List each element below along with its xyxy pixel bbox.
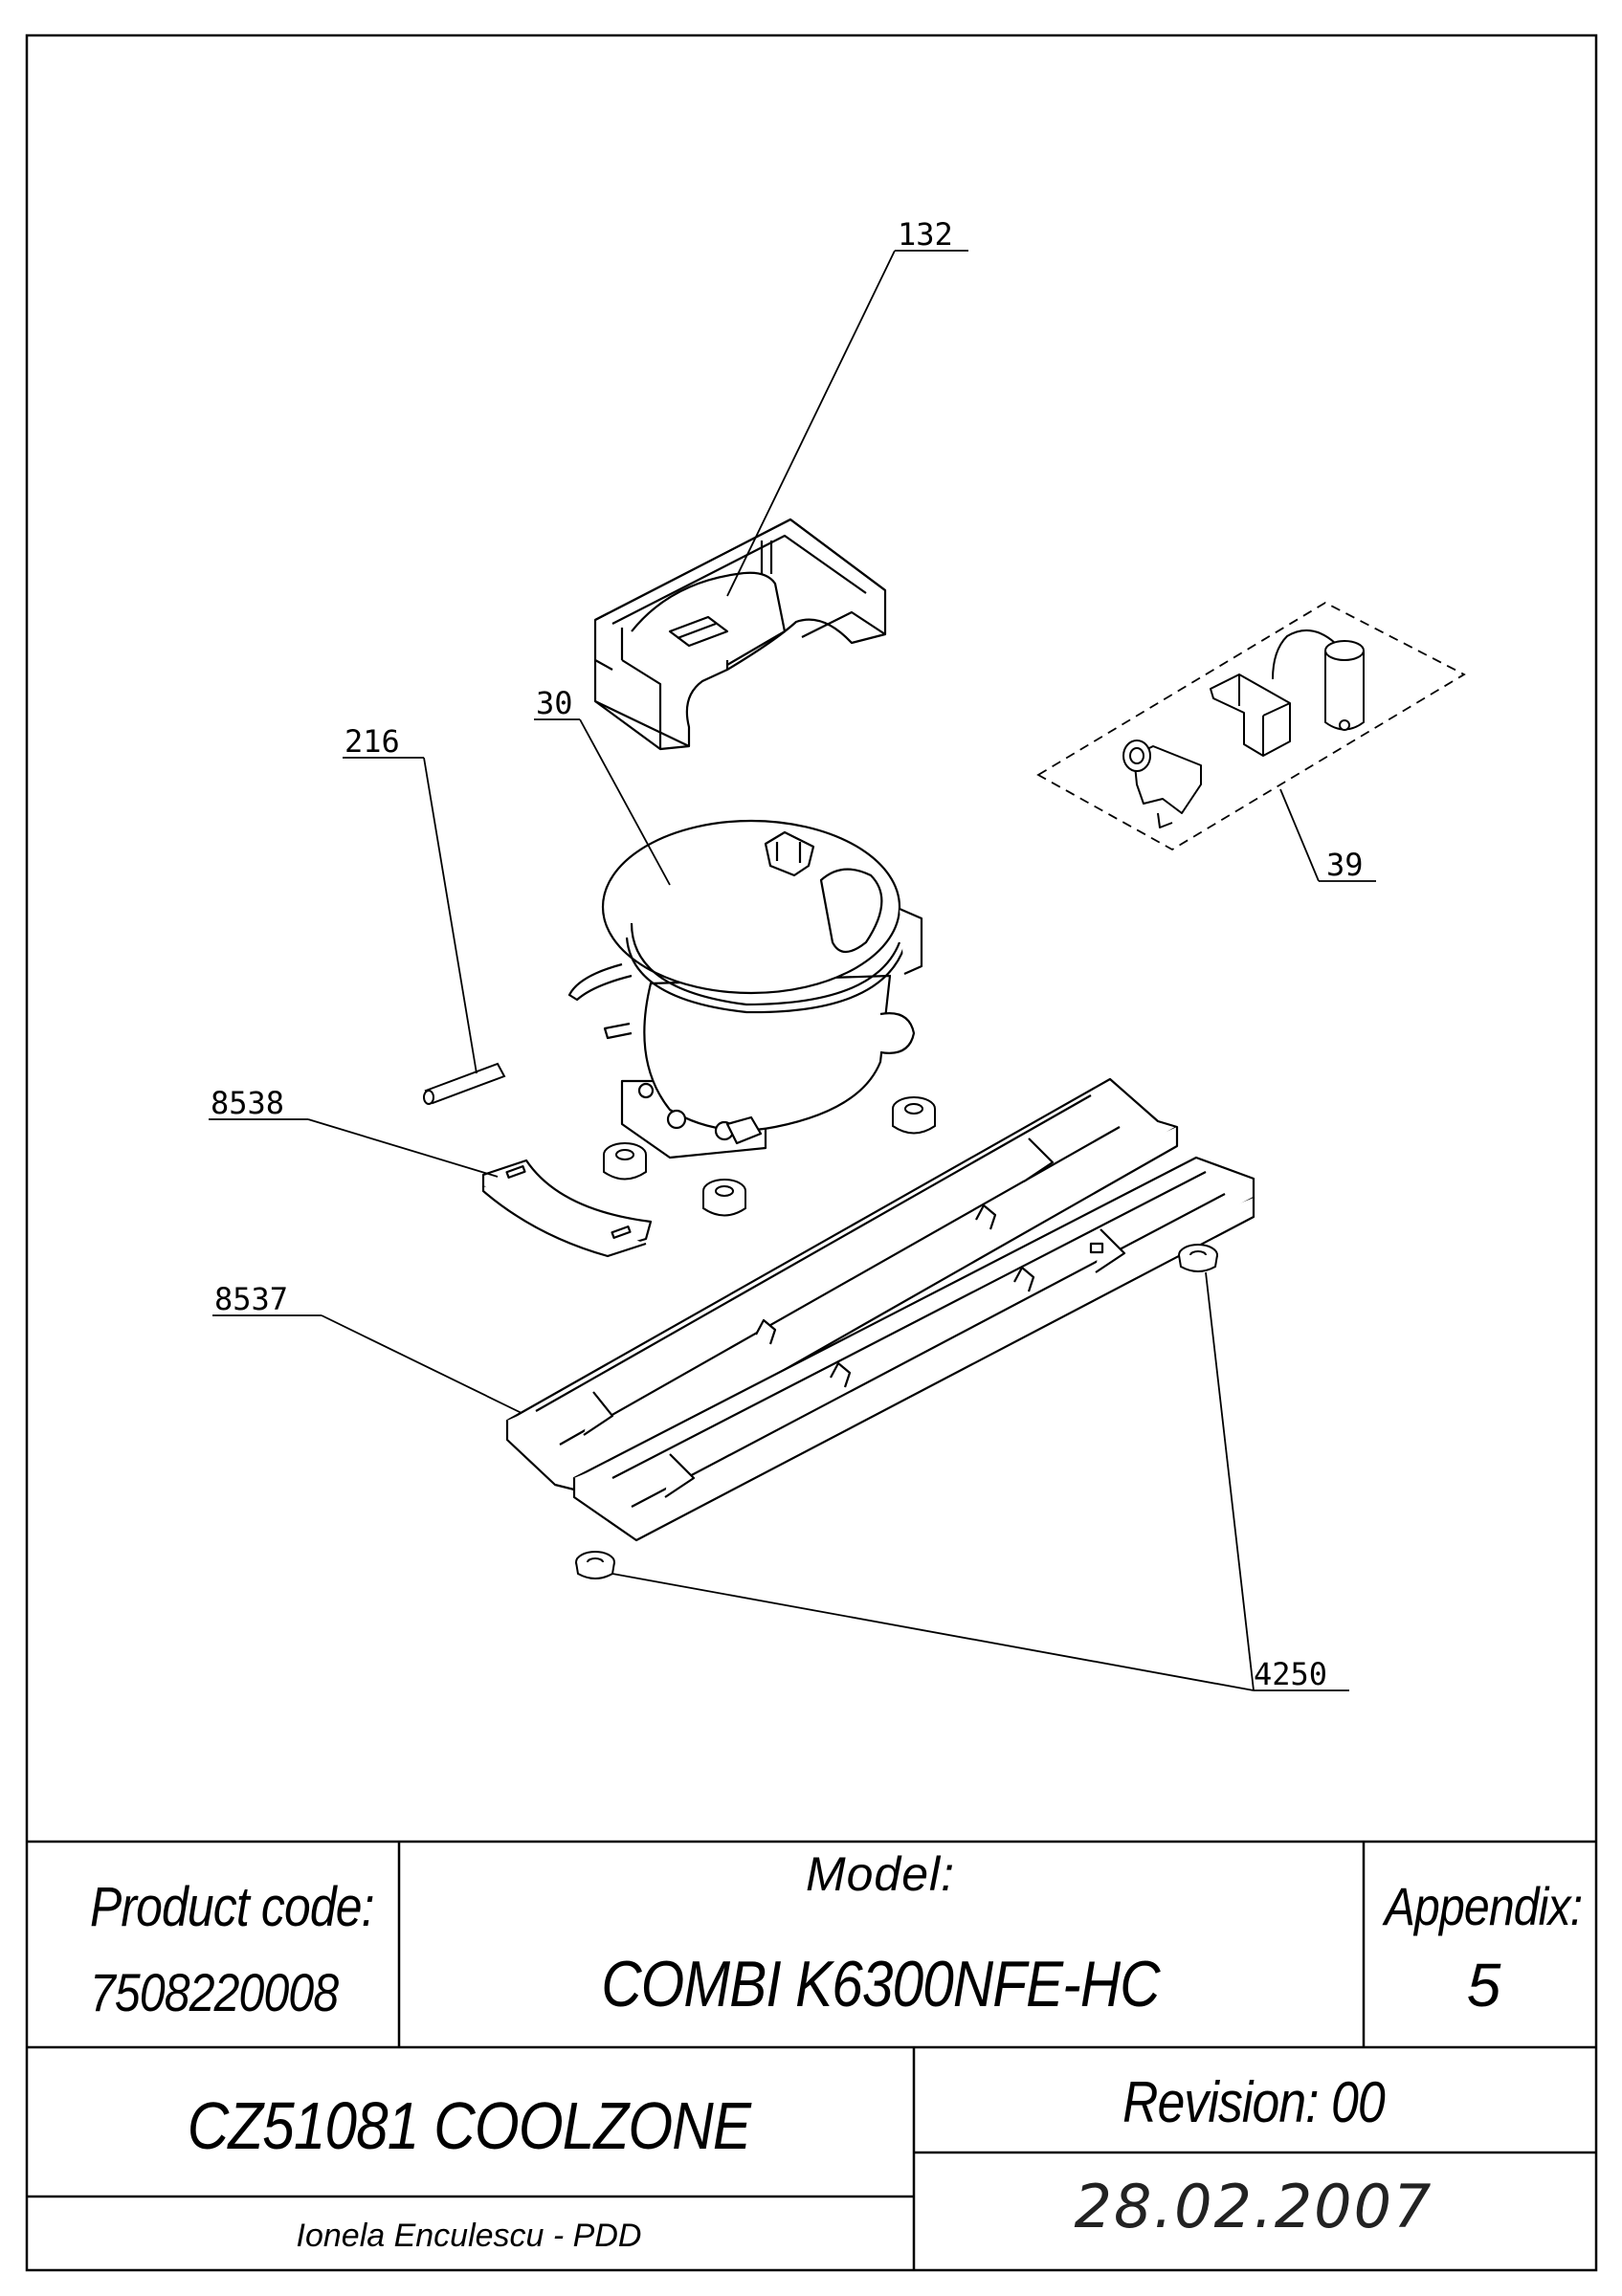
- callout-132: 132: [898, 216, 953, 253]
- product-code-value: 7508220008: [90, 1962, 339, 2022]
- part-39-components: [1122, 629, 1365, 828]
- leader-4250-b: [1205, 1271, 1255, 1691]
- part-4250-grommets: [575, 1244, 1218, 1579]
- part-8538-bracket: [481, 1159, 653, 1258]
- callout-4250: 4250: [1254, 1656, 1327, 1692]
- callout-30: 30: [536, 685, 573, 721]
- drawing-frame: [25, 33, 1598, 2272]
- appendix-label: Appendix:: [1384, 1876, 1583, 1936]
- leader-4250-a: [611, 1573, 1255, 1691]
- callout-216: 216: [344, 723, 400, 760]
- leader-8538: [307, 1118, 499, 1178]
- model-label: Model:: [805, 1847, 956, 1901]
- leader-39: [1279, 788, 1320, 882]
- callout-8537: 8537: [214, 1281, 288, 1317]
- model-value: COMBI K6300NFE-HC: [601, 1948, 1160, 2020]
- compressor-grommets: [603, 1096, 936, 1217]
- leader-216: [423, 757, 478, 1074]
- leader-8537: [321, 1314, 522, 1414]
- author: Ionela Enculescu - PDD: [296, 2218, 642, 2254]
- callout-8538: 8538: [211, 1085, 284, 1121]
- leader-30: [579, 718, 671, 886]
- part-30-compressor: [567, 819, 923, 1159]
- part-216-pin: [423, 1062, 506, 1105]
- date: 28.02.2007: [1074, 2172, 1433, 2241]
- title-block-grid: [27, 1840, 1596, 2270]
- part-8537-rail: [505, 1077, 1255, 1542]
- callout-39: 39: [1326, 847, 1364, 883]
- product-name: CZ51081 COOLZONE: [187, 2088, 751, 2163]
- revision: Revision: 00: [1122, 2070, 1386, 2134]
- leader-132: [726, 250, 896, 597]
- product-code-label: Product code:: [90, 1876, 374, 1938]
- part-132-cover: [593, 518, 887, 751]
- appendix-value: 5: [1466, 1951, 1501, 2020]
- part-39-kit-boundary: [1036, 601, 1466, 851]
